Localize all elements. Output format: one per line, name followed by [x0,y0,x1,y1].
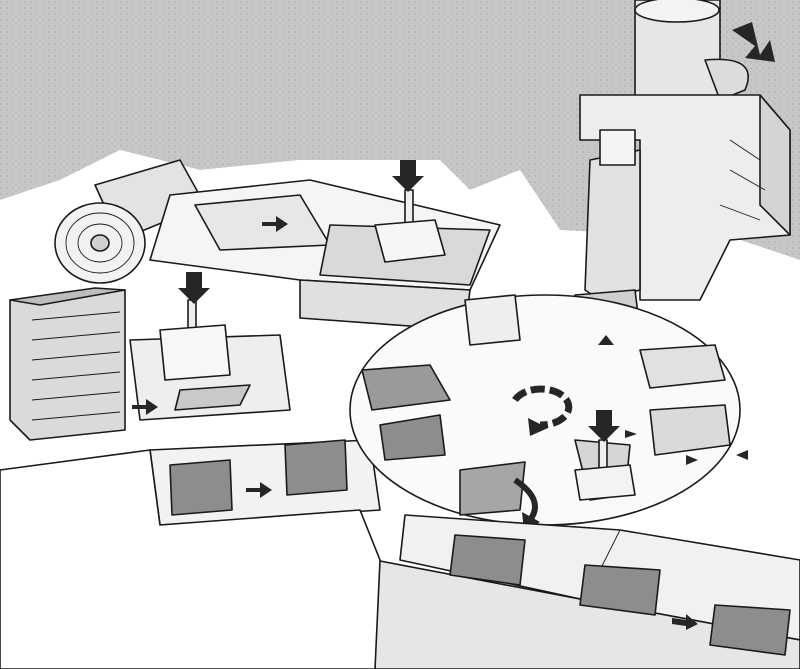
down-arrow-2 [178,272,210,304]
down-arrow-1 [392,160,424,192]
housing-side [759,94,791,236]
film-roll-unit [54,159,206,284]
packed-cartons [449,534,791,656]
press-head-1 [374,219,446,263]
packed-carton-2 [579,564,661,616]
transfer-curve-arrow [513,477,538,522]
open-carton-1 [169,459,233,516]
roll-winding-2 [77,223,123,263]
column-top-ring [634,0,720,23]
feed-arrow-1 [262,216,288,232]
rotation-icon-head [528,418,548,436]
side-arrow-1 [625,430,637,438]
lower-left-counter [0,449,381,669]
stack-lines [31,311,121,421]
erector-blank [174,384,251,411]
side-arrow-2 [736,450,748,460]
conveyor-arrow-left [246,482,272,498]
roll-core [90,234,110,252]
station-5 [649,404,731,456]
press-head-3 [574,464,636,501]
erector-block [159,324,231,381]
station-1 [361,364,451,411]
rotary-table [349,294,741,526]
station-2 [379,414,446,461]
station-7 [464,294,521,346]
packed-carton-1 [449,534,526,586]
output-arrow [672,614,698,630]
open-carton-2 [284,439,348,496]
forming-tube [584,149,641,301]
up-arrow [598,335,614,345]
down-arrow-3 [588,410,620,442]
carton-erector-platform [129,299,291,421]
housing-steps [719,139,766,221]
carton-magazine [9,287,126,441]
left-carton-conveyor [149,439,381,526]
forming-block [599,129,636,166]
stack-front [9,289,126,441]
packed-carton-3 [709,604,791,656]
rotation-icon [512,385,573,429]
station-6 [639,344,726,389]
stack-top [9,287,126,306]
inlet-arrow [732,22,775,62]
roll-winding-1 [65,212,135,274]
hopper-bulge [704,58,750,101]
side-arrow-3 [686,455,698,465]
feed-arrow-2 [132,399,158,415]
station-3 [459,461,526,516]
